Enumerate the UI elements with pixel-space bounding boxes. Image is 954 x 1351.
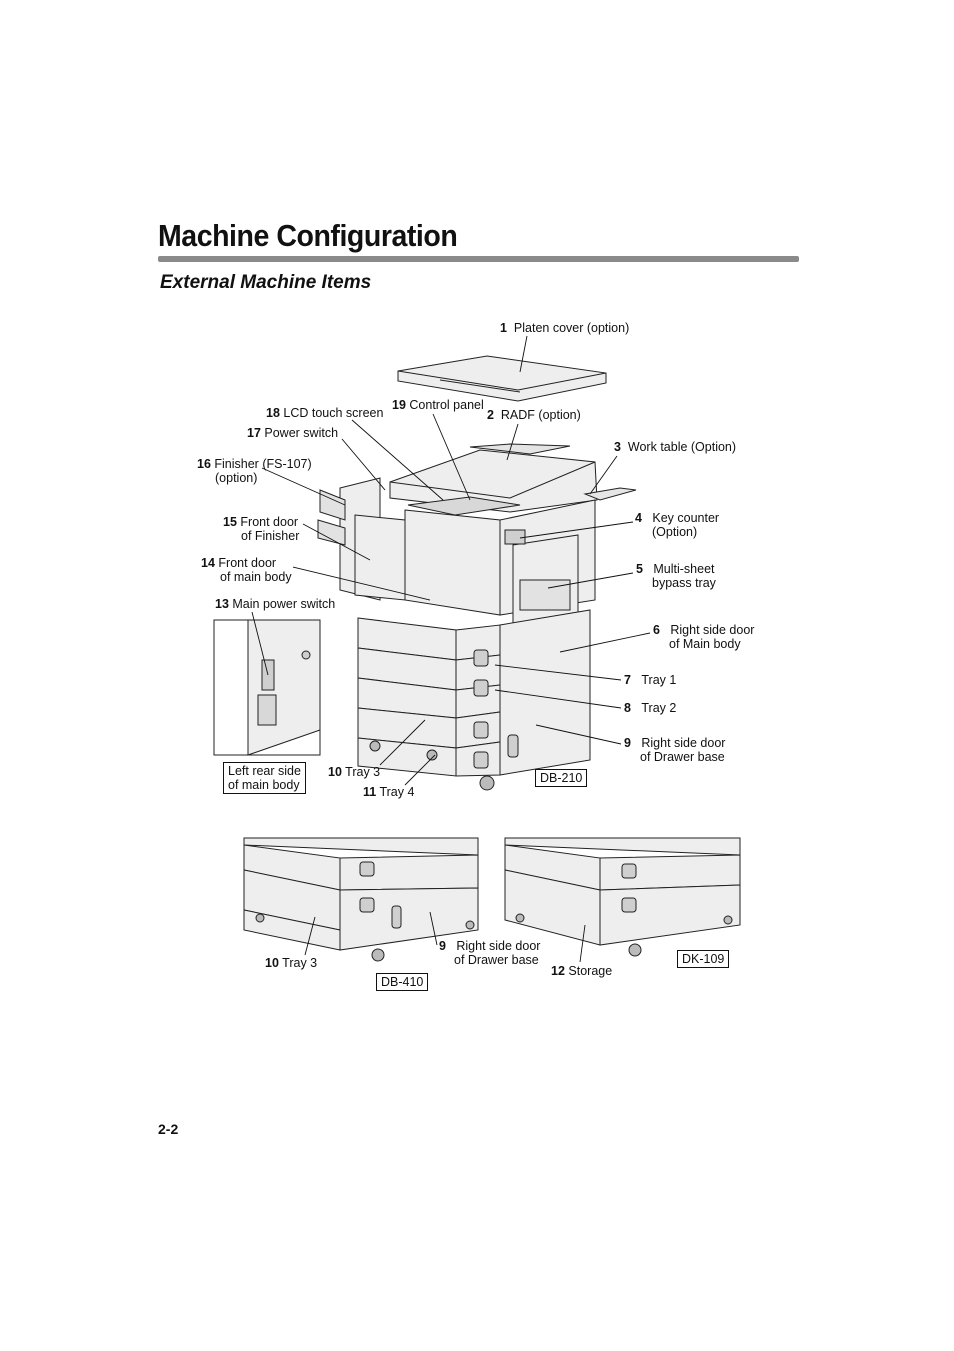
callout-tray-3: 10 Tray 3 <box>328 765 381 779</box>
page-number: 2-2 <box>158 1121 179 1137</box>
callout-control-panel: 19 Control panel <box>392 398 484 412</box>
callout-platen-cover: 1 Platen cover (option) <box>500 321 630 335</box>
callout-right-door-main: 6 Right side door of Main body <box>653 623 755 651</box>
db410-label: DB-410 <box>376 973 429 991</box>
callout-radf: 2 RADF (option) <box>487 408 581 422</box>
callout-tray-4: 11 Tray 4 <box>363 785 415 799</box>
callout-tray-3-db410: 10 Tray 3 <box>265 956 318 970</box>
power-switch-inset <box>213 619 321 756</box>
drawer-base-db410-illustration <box>243 837 479 962</box>
page-title: Machine Configuration <box>158 218 458 253</box>
left-rear-side-label: Left rear side of main body <box>223 762 306 794</box>
callout-power-switch: 17 Power switch <box>247 426 339 440</box>
callout-work-table: 3 Work table (Option) <box>614 440 737 454</box>
storage-dk109-illustration <box>504 837 741 957</box>
callout-right-door-drawer: 9 Right side door of Drawer base <box>624 736 726 764</box>
callout-right-door-db410: 9 Right side door of Drawer base <box>439 939 541 967</box>
copier-illustration <box>317 443 637 791</box>
callout-bypass-tray: 5 Multi-sheet bypass tray <box>636 562 716 590</box>
db210-label: DB-210 <box>535 769 588 787</box>
callout-tray-2: 8 Tray 2 <box>624 701 677 715</box>
leader-lines <box>251 335 651 963</box>
callout-storage: 12 Storage <box>551 964 613 978</box>
dk109-label: DK-109 <box>677 950 730 968</box>
section-title: External Machine Items <box>160 272 372 293</box>
callout-lcd-touch-screen: 18 LCD touch screen <box>266 406 384 420</box>
callout-key-counter: 4 Key counter (Option) <box>635 511 720 539</box>
callout-front-door-finisher: 15 Front door of Finisher <box>223 515 300 543</box>
callout-finisher: 16 Finisher (FS-107) (option) <box>197 457 312 485</box>
title-rule <box>158 256 799 262</box>
callout-main-power-switch: 13 Main power switch <box>215 597 336 611</box>
platen-cover-illustration <box>397 355 607 402</box>
callout-front-door-main: 14 Front door of main body <box>201 556 292 584</box>
callout-tray-1: 7 Tray 1 <box>624 673 677 687</box>
